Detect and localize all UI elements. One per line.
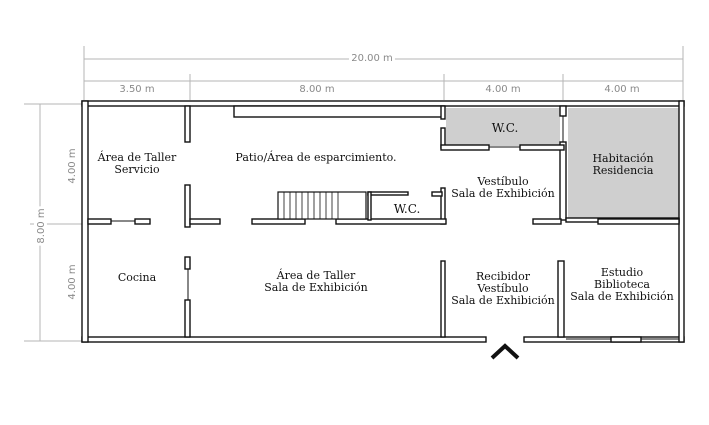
room-label-taller-sala-2: Sala de Exhibición [264, 281, 368, 294]
room-label-recibidor-1: Recibidor [476, 270, 531, 283]
dim-segment-2: 8.00 m [299, 84, 334, 95]
dim-segment-4: 4.00 m [604, 84, 639, 95]
dim-height-bottom: 4.00 m [67, 264, 78, 299]
room-label-estudio-1: Estudio [601, 266, 644, 279]
room-label-patio: Patio/Área de esparcimiento. [235, 150, 396, 164]
room-label-estudio-3: Sala de Exhibición [570, 290, 674, 303]
dim-total-height: 8.00 m [36, 208, 47, 243]
room-label-taller-sala-1: Área de Taller [276, 268, 356, 282]
room-label-taller-servicio-2: Servicio [114, 163, 160, 176]
room-label-wc-top: W.C. [492, 121, 519, 135]
dim-segment-1: 3.50 m [119, 84, 154, 95]
room-label-wc-middle: W.C. [394, 202, 421, 216]
chevron-up-icon [490, 343, 520, 360]
room-label-vestibulo-1: Vestíbulo [476, 175, 529, 188]
room-label-taller-servicio-1: Área de Taller [97, 150, 177, 164]
room-label-habitacion-2: Residencia [593, 164, 654, 177]
room-label-vestibulo-2: Sala de Exhibición [451, 187, 555, 200]
dimension-lines [24, 46, 684, 342]
dim-total-width: 20.00 m [351, 53, 393, 64]
dim-height-top: 4.00 m [67, 148, 78, 183]
habitacion-fill [568, 108, 679, 219]
room-label-cocina: Cocina [118, 271, 157, 284]
walls [81, 100, 685, 343]
dim-segment-3: 4.00 m [485, 84, 520, 95]
room-label-estudio-2: Biblioteca [594, 278, 650, 291]
room-label-habitacion-1: Habitación [592, 152, 653, 165]
stairs [277, 191, 367, 220]
wc-top-fill [446, 108, 560, 146]
room-label-recibidor-2: Vestíbulo [476, 282, 529, 295]
room-label-recibidor-3: Sala de Exhibición [451, 294, 555, 307]
